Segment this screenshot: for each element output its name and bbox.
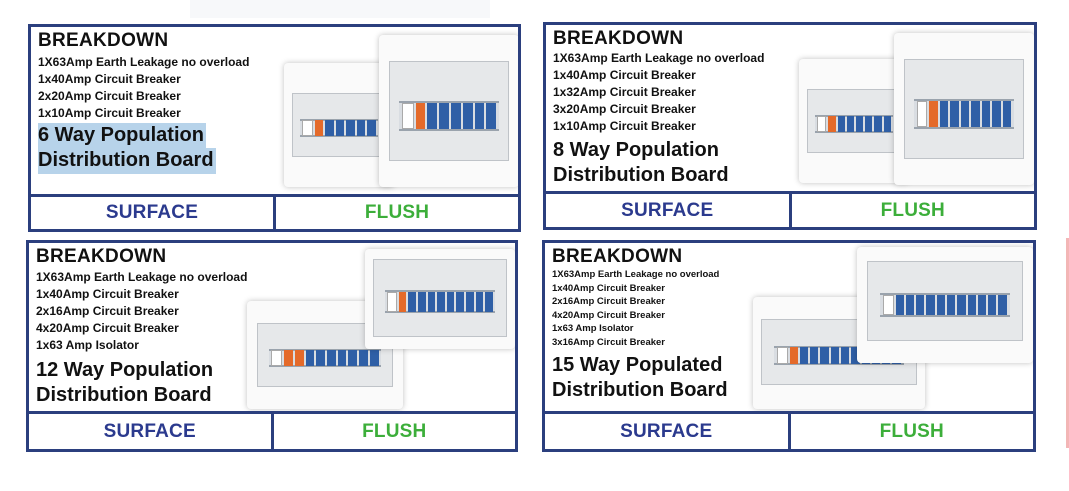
surface-option[interactable]: SURFACE [103, 420, 196, 442]
surface-option[interactable]: SURFACE [621, 199, 714, 221]
product-title: 6 Way Population Distribution Board [38, 123, 216, 174]
product-title-line1: 8 Way Population [553, 139, 719, 161]
flush-board-photo [894, 33, 1034, 185]
breakdown-item: 1X63Amp Earth Leakage no overload [36, 270, 248, 284]
product-card-15-way: BREAKDOWN 1X63Amp Earth Leakage no overl… [542, 240, 1036, 452]
breakdown-item: 2x20Amp Circuit Breaker [38, 89, 181, 103]
surface-option[interactable]: SURFACE [105, 202, 199, 223]
breakdown-heading: BREAKDOWN [38, 30, 169, 51]
faded-background-text [190, 0, 490, 18]
product-title: 15 Way Populated Distribution Board [552, 353, 728, 404]
flush-board-photo [857, 247, 1033, 363]
breakdown-item: 2x16Amp Circuit Breaker [36, 304, 179, 318]
breakdown-item: 1x40Amp Circuit Breaker [553, 68, 696, 82]
breakdown-item: 1X63Amp Earth Leakage no overload [38, 55, 250, 69]
breakdown-item: 1X63Amp Earth Leakage no overload [553, 51, 765, 65]
breakdown-item: 4x20Amp Circuit Breaker [552, 309, 665, 321]
breakdown-item: 1x32Amp Circuit Breaker [553, 85, 696, 99]
breakdown-heading: BREAKDOWN [553, 28, 684, 49]
breakdown-item: 1x10Amp Circuit Breaker [553, 119, 696, 133]
breakdown-item: 4x20Amp Circuit Breaker [36, 321, 179, 335]
breakdown-item: 1X63Amp Earth Leakage no overload [552, 269, 720, 280]
breakdown-item: 1x10Amp Circuit Breaker [38, 106, 181, 120]
breakdown-item: 1x63 Amp Isolator [552, 323, 634, 335]
product-title-line2: Distribution Board [552, 379, 728, 402]
breakdown-heading: BREAKDOWN [552, 246, 683, 267]
mount-options: SURFACE FLUSH [546, 191, 1034, 227]
breakdown-item: 1x40Amp Circuit Breaker [552, 282, 665, 294]
flush-board-photo [379, 35, 518, 187]
product-card-8-way: BREAKDOWN 1X63Amp Earth Leakage no overl… [543, 22, 1037, 230]
product-card-12-way: BREAKDOWN 1X63Amp Earth Leakage no overl… [26, 240, 518, 452]
flush-option[interactable]: FLUSH [273, 197, 518, 229]
breakdown-list: 1X63Amp Earth Leakage no overload 1x40Am… [38, 54, 249, 122]
breakdown-list: 1X63Amp Earth Leakage no overload 1x40Am… [36, 269, 247, 354]
surface-board-photo [284, 63, 394, 187]
product-title-line2: Distribution Board [553, 164, 729, 187]
surface-board-photo [799, 59, 909, 183]
breakdown-item: 2x16Amp Circuit Breaker [552, 296, 665, 308]
product-title-line1: 12 Way Population [36, 359, 214, 381]
product-title: 8 Way Population Distribution Board [553, 138, 729, 189]
product-title-line1: 15 Way Populated [552, 354, 723, 376]
mount-options: SURFACE FLUSH [31, 194, 518, 229]
breakdown-item: 1x40Amp Circuit Breaker [36, 287, 179, 301]
mount-options: SURFACE FLUSH [29, 411, 515, 449]
breakdown-list: 1X63Amp Earth Leakage no overload 1x40Am… [552, 268, 719, 350]
product-title-line2: Distribution Board [36, 384, 212, 407]
edge-decoration [1066, 238, 1069, 448]
product-title: 12 Way Population Distribution Board [36, 358, 213, 409]
breakdown-item: 3x16Amp Circuit Breaker [552, 336, 665, 348]
surface-option[interactable]: SURFACE [620, 420, 713, 442]
breakdown-item: 3x20Amp Circuit Breaker [553, 102, 696, 116]
product-title-line2: Distribution Board [38, 148, 216, 174]
product-card-6-way: BREAKDOWN 1X63Amp Earth Leakage no overl… [28, 24, 521, 232]
product-title-line1: 6 Way Population [38, 123, 206, 149]
breakdown-heading: BREAKDOWN [36, 246, 167, 267]
breakdown-item: 1x63 Amp Isolator [36, 338, 139, 352]
flush-board-photo [365, 249, 515, 349]
flush-option[interactable]: FLUSH [270, 414, 516, 449]
flush-option[interactable]: FLUSH [787, 414, 1034, 449]
breakdown-list: 1X63Amp Earth Leakage no overload 1x40Am… [553, 50, 764, 135]
flush-option[interactable]: FLUSH [788, 194, 1035, 227]
mount-options: SURFACE FLUSH [545, 411, 1033, 449]
breakdown-item: 1x40Amp Circuit Breaker [38, 72, 181, 86]
